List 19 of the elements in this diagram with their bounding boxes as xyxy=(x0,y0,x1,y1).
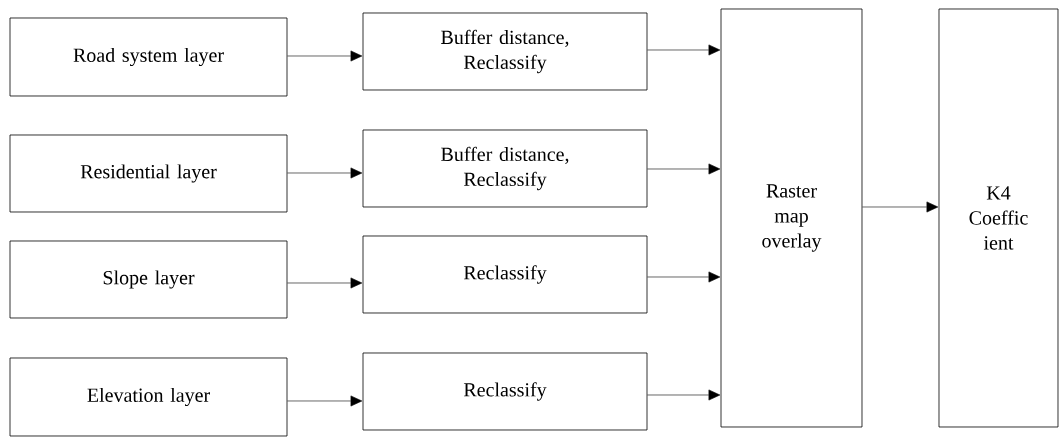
arrow xyxy=(287,395,363,407)
process-box: Reclassify xyxy=(362,352,648,431)
process-box: Residential layer xyxy=(9,134,288,213)
arrow xyxy=(647,44,721,56)
arrow xyxy=(647,271,721,283)
arrow xyxy=(647,163,721,175)
process-box: Road system layer xyxy=(9,17,288,97)
arrow xyxy=(287,50,363,62)
arrow xyxy=(647,389,721,401)
process-box: Buffer distance, Reclassify xyxy=(362,12,648,91)
result-box: K4 Coeffic ient xyxy=(938,8,1059,428)
arrow xyxy=(287,167,363,179)
process-box: Reclassify xyxy=(362,235,648,314)
process-box: Buffer distance, Reclassify xyxy=(362,129,648,208)
process-box: Slope layer xyxy=(9,240,288,319)
arrow xyxy=(287,277,363,289)
arrow xyxy=(862,201,939,213)
overlay-box: Raster map overlay xyxy=(720,8,863,428)
process-box: Elevation layer xyxy=(9,357,288,437)
